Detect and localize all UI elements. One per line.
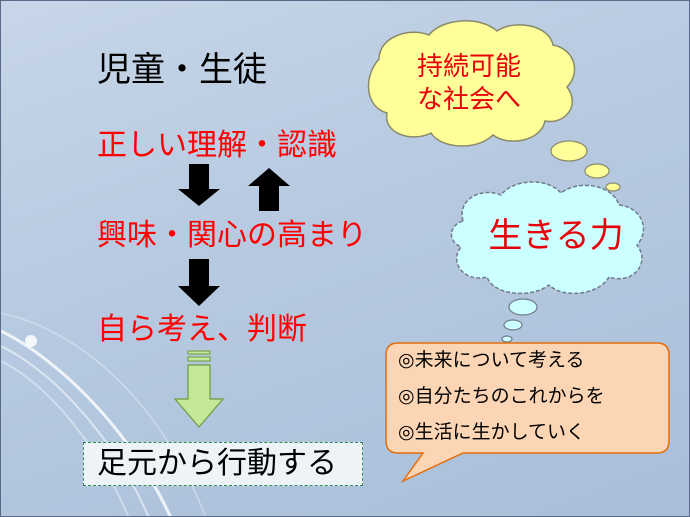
step-interest: 興味・関心の高まり: [97, 218, 367, 253]
action-label: 足元から行動する: [97, 446, 337, 481]
hollow-arrow: [173, 350, 225, 428]
heading-students: 児童・生徒: [97, 50, 267, 90]
speech-line-1: ◎未来について考える: [398, 349, 585, 371]
thought-top-text: 持続可能 な社会へ: [383, 51, 555, 116]
thought-mid-text: 生きる力: [488, 216, 624, 256]
down-arrow-2: [178, 259, 220, 306]
step-judgement: 自ら考え、判断: [97, 312, 307, 347]
thought-cloud-yellow: [367, 20, 621, 192]
speech-line-2: ◎自分たちのこれからを: [398, 385, 605, 407]
thought-top-line-1: 持続可能: [416, 52, 521, 82]
up-arrow: [248, 168, 290, 211]
step-understanding: 正しい理解・認識: [97, 128, 337, 163]
down-arrow-1: [178, 164, 220, 206]
thought-cloud-cyan: [450, 181, 645, 343]
thought-top-line-2: な社会へ: [416, 84, 521, 115]
action-box: [83, 442, 363, 486]
speech-bubble: [385, 342, 670, 483]
speech-line-3: ◎生活に生かしていく: [398, 421, 586, 443]
